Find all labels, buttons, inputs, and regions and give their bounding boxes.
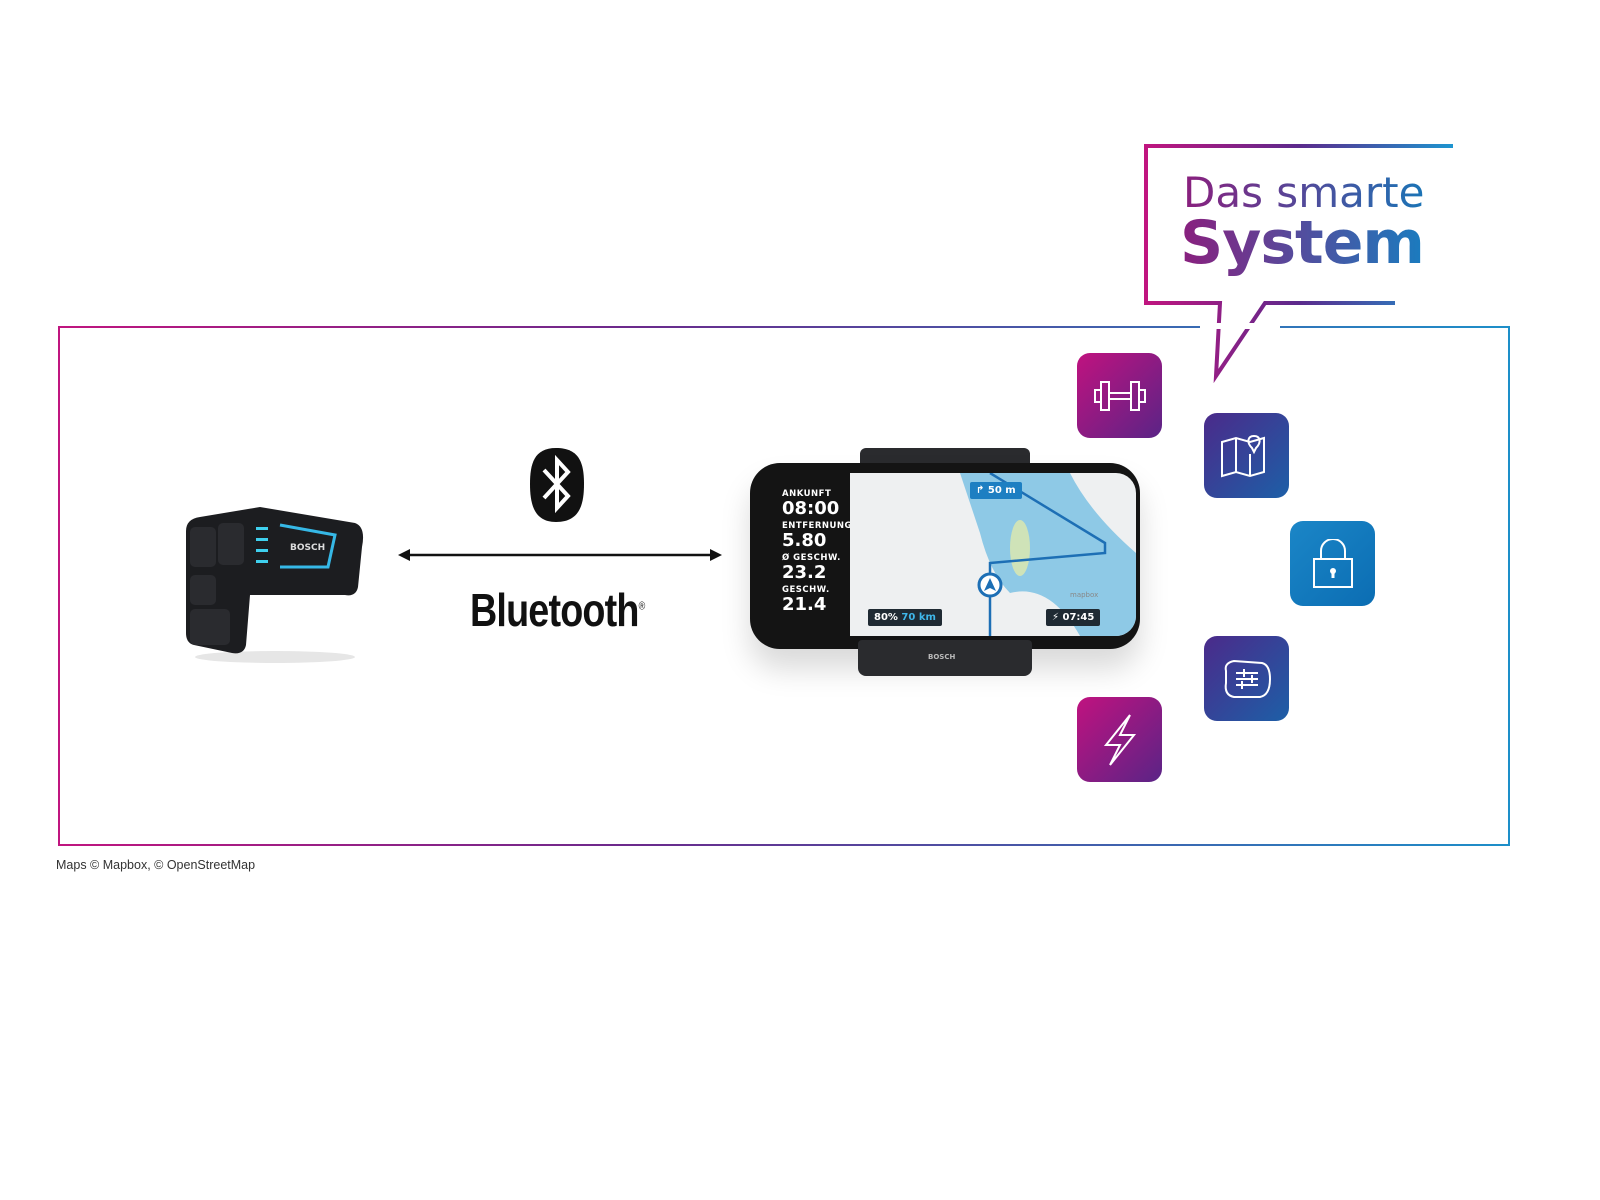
headline-line2: System [1180,208,1425,278]
map-pin-icon [1220,434,1265,477]
speech-bubble [1144,144,1453,384]
stat-label: ENTFERNUNG [782,521,852,531]
settings-sliders-icon [1224,659,1271,698]
remote-control [186,507,364,663]
map-credit-caption: Maps © Mapbox, © OpenStreetMap [56,858,256,872]
stat-value: 23.2 [782,562,827,583]
stat-label: GESCHW. [782,585,830,595]
lightning-icon [1103,713,1136,766]
feature-tile-settings[interactable] [1204,636,1289,721]
bluetooth-label: Bluetooth® [470,584,645,636]
stat-value: 5.80 [782,530,827,551]
remote-brand: BOSCH [290,543,326,553]
stat-label: Ø GESCHW. [782,553,841,563]
time-chip: ⚡ 07:45 [1046,609,1101,626]
map-attribution: mapbox [1070,591,1099,599]
lock-icon [1312,538,1353,588]
connection-arrow [398,549,722,561]
stat-label: ANKUNFT [782,489,832,499]
stat-value: 08:00 [782,498,840,519]
mount-brand: BOSCH [928,653,956,661]
headline-line1: Das smarte [1183,168,1425,217]
feature-tile-navigation[interactable] [1204,413,1289,498]
battery-chip: 80% 70 km [868,609,942,626]
navigation-map[interactable]: ↱ 50 m mapbox 80% 70 km ⚡ 07:45 [850,473,1136,636]
feature-tile-fitness[interactable] [1077,353,1162,438]
bluetooth-icon [530,448,584,522]
feature-tile-charging[interactable] [1077,697,1162,782]
stat-value: 21.4 [782,594,827,615]
dumbbell-icon [1093,380,1146,411]
feature-tile-lock[interactable] [1290,521,1375,606]
phone-mount-bottom [858,640,1032,676]
turn-instruction: ↱ 50 m [970,482,1022,499]
